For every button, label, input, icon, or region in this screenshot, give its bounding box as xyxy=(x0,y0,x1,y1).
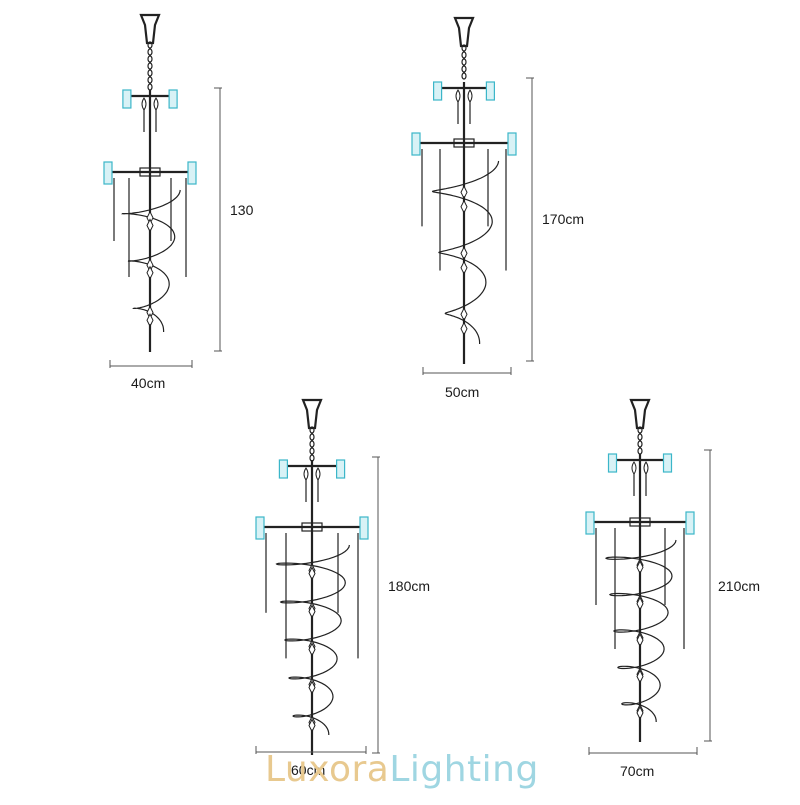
chain-link xyxy=(637,426,643,434)
chain-link xyxy=(637,433,643,441)
crystal-drop xyxy=(255,516,265,540)
crystal-drop xyxy=(433,81,443,101)
chandelier-4 xyxy=(585,398,712,755)
crystal-drop xyxy=(278,459,288,479)
chandelier-1 xyxy=(103,13,222,368)
crystal-drop xyxy=(168,89,178,109)
candle-bulb xyxy=(643,461,649,475)
crystal-drop xyxy=(336,459,346,479)
width-label-3: 60cm xyxy=(291,762,326,778)
crystal-drop xyxy=(103,161,113,185)
chain-link xyxy=(309,426,315,434)
chain-link xyxy=(309,447,315,455)
candle-bulb xyxy=(315,467,321,481)
candle-bulb xyxy=(631,461,637,475)
chain-link xyxy=(147,48,153,56)
chain-link xyxy=(309,433,315,441)
height-label-3: 180cm xyxy=(388,578,431,594)
chandelier-3 xyxy=(255,398,380,755)
width-label-4: 70cm xyxy=(620,763,655,779)
width-label-1: 40cm xyxy=(131,375,166,391)
crystal-drop xyxy=(122,89,132,109)
crystal-drop xyxy=(685,511,695,535)
crystal-drop xyxy=(411,132,421,156)
crystal-drop xyxy=(662,453,673,473)
chain-link xyxy=(147,76,153,84)
ceiling-canopy xyxy=(453,16,475,48)
ceiling-canopy xyxy=(301,398,323,430)
chain-link xyxy=(309,440,315,448)
height-label-4: 210cm xyxy=(718,578,761,594)
crystal-drop xyxy=(485,81,495,101)
crystal-drop xyxy=(359,516,369,540)
candle-bulb xyxy=(455,89,461,103)
chain-link xyxy=(147,62,153,70)
crystal-drop xyxy=(187,161,197,185)
chain-link xyxy=(147,83,153,91)
spiral-ribbon xyxy=(275,544,350,736)
candle-bulb xyxy=(303,467,309,481)
height-label-1: 130 xyxy=(230,202,254,218)
chain-link xyxy=(461,65,467,73)
chain-link xyxy=(461,44,467,52)
candle-bulb xyxy=(141,97,147,111)
logo-part-1: Luxora xyxy=(265,749,390,790)
chandelier-2 xyxy=(411,16,534,375)
crystal-drop xyxy=(607,453,618,473)
chain-link xyxy=(461,58,467,66)
chain-link xyxy=(147,69,153,77)
ceiling-canopy xyxy=(629,398,651,430)
candle-bulb xyxy=(153,97,159,111)
chain-link xyxy=(461,72,467,80)
chain-link xyxy=(637,447,643,455)
spiral-ribbon xyxy=(431,160,500,344)
crystal-drop xyxy=(507,132,517,156)
chain-link xyxy=(147,55,153,63)
height-label-2: 170cm xyxy=(542,211,585,227)
chain-link xyxy=(147,41,153,49)
chain-link xyxy=(461,51,467,59)
candle-bulb xyxy=(467,89,473,103)
width-label-2: 50cm xyxy=(445,384,480,400)
ceiling-canopy xyxy=(139,13,161,45)
spiral-ribbon xyxy=(605,539,677,723)
crystal-drop xyxy=(585,511,595,535)
brand-watermark-logo: LuxoraLighting xyxy=(265,752,539,788)
spiral-ribbon xyxy=(121,189,181,332)
logo-part-2: Lighting xyxy=(389,749,539,790)
chain-link xyxy=(637,440,643,448)
